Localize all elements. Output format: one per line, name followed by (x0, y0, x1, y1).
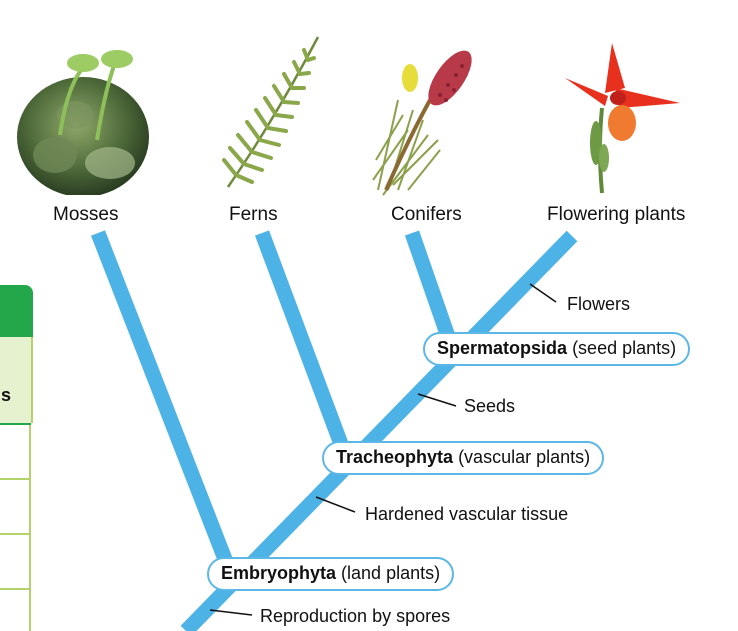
clade-spermatopsida: Spermatopsida (seed plants) (423, 332, 690, 366)
clade-description: (seed plants) (572, 338, 676, 358)
clade-tracheophyta: Tracheophyta (vascular plants) (322, 441, 604, 475)
seeds-tick (418, 394, 456, 406)
spores-tick (210, 610, 252, 615)
clade-name: Spermatopsida (437, 338, 567, 358)
clade-description: (vascular plants) (458, 447, 590, 467)
vascular-tick (316, 497, 355, 512)
clade-name: Embryophyta (221, 563, 336, 583)
taxon-label-conifers: Conifers (391, 204, 462, 226)
moss-image (15, 45, 155, 195)
trait-vascular: Hardened vascular tissue (365, 504, 568, 525)
taxon-label-ferns: Ferns (229, 204, 278, 226)
taxon-label-mosses: Mosses (53, 204, 118, 226)
clade-name: Tracheophyta (336, 447, 453, 467)
flower-image (560, 38, 690, 198)
conifer-image (368, 40, 488, 200)
trait-seeds: Seeds (464, 396, 515, 417)
trait-flowers: Flowers (567, 294, 630, 315)
flowers-tick (530, 284, 556, 302)
trait-spores: Reproduction by spores (260, 606, 450, 627)
mosses-branch (98, 233, 237, 590)
taxon-label-flowering: Flowering plants (547, 204, 685, 226)
fern-image (218, 32, 328, 192)
conifers-branch (412, 233, 452, 348)
clade-description: (land plants) (341, 563, 440, 583)
ferns-branch (262, 233, 344, 452)
clade-embryophyta: Embryophyta (land plants) (207, 557, 454, 591)
